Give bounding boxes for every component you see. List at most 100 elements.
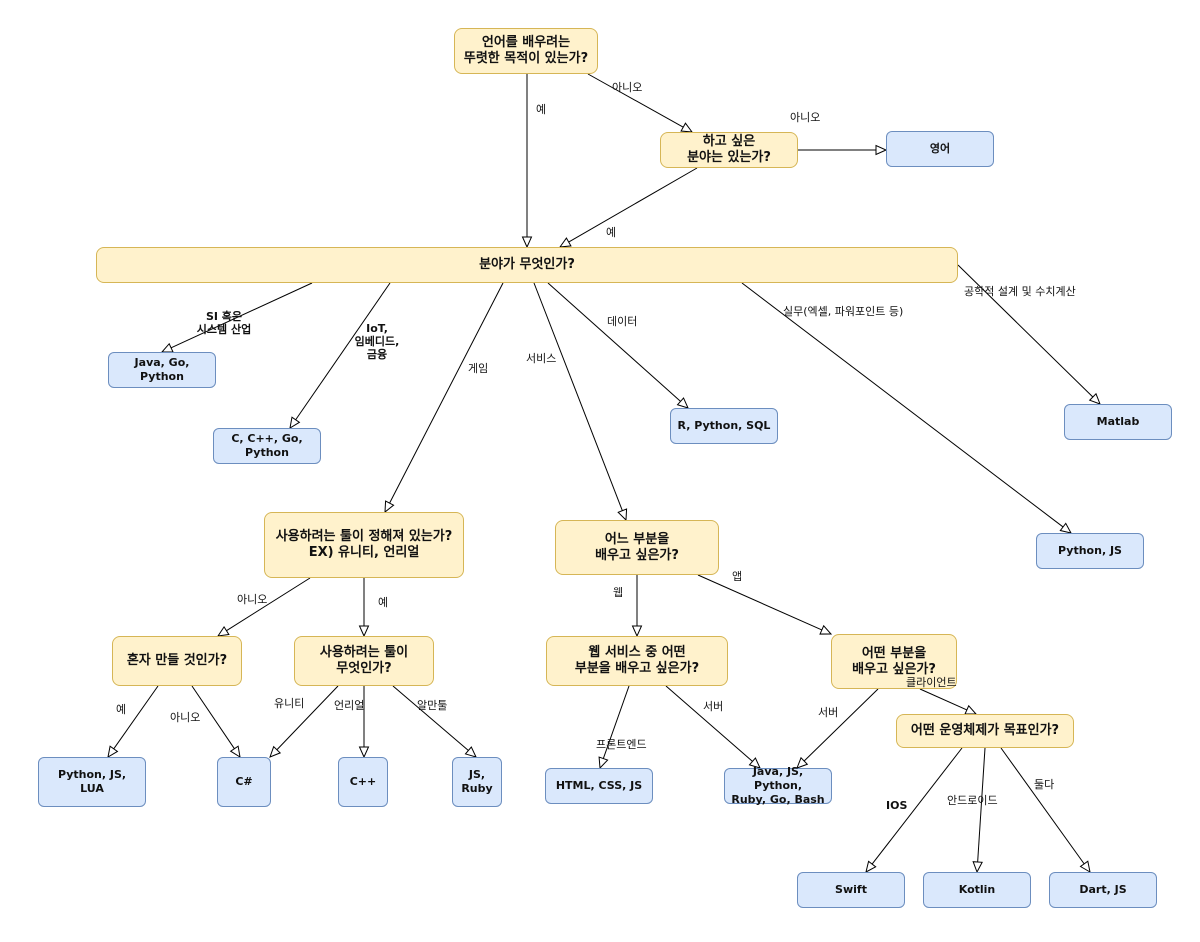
node-text: R, Python, SQL [677, 419, 771, 432]
arrowhead-icon [521, 236, 533, 249]
node-text: Java, Go, Python [134, 356, 190, 383]
edge-line [665, 685, 753, 762]
edge-part-web [631, 575, 643, 638]
node-text: 어느 부분을 배우고 싶은가? [595, 531, 679, 563]
edge-service [533, 282, 628, 522]
edge-label-engineering: 공학적 설계 및 수치계산 [964, 285, 1076, 298]
edge-label-yes-field: 예 [606, 226, 617, 239]
node-matlab-answer: Matlab [1064, 404, 1172, 440]
edge-line [170, 282, 313, 349]
node-frontend-answer: HTML, CSS, JS [545, 768, 653, 804]
edge-label-no-purpose: 아니오 [612, 81, 643, 94]
edge-line [697, 574, 823, 631]
node-text: 사용하려는 툴이 정해져 있는가? EX) 유니티, 언리얼 [275, 529, 453, 560]
edge-label-web: 웹 [613, 586, 624, 599]
edge-label-service: 서비스 [526, 352, 557, 365]
edge-label-client: 클라이언트 [906, 676, 957, 689]
edge-line [919, 688, 968, 711]
edge-unity [269, 685, 339, 758]
node-py-js-lua-answer: Python, JS, LUA [38, 757, 146, 807]
edge-si [160, 282, 313, 353]
arrowhead-icon [964, 704, 978, 715]
node-swift-answer: Swift [797, 872, 905, 908]
arrowhead-icon [1088, 392, 1101, 405]
edge-algamtool [392, 685, 477, 758]
node-text: 웹 서비스 중 어떤 부분을 배우고 싶은가? [574, 645, 700, 676]
node-text: 사용하려는 툴이 무엇인가? [319, 645, 409, 676]
node-text: 혼자 만들 것인가? [126, 653, 228, 668]
node-text: 어떤 운영체제가 목표인가? [910, 723, 1060, 738]
edge-server-web [665, 685, 761, 769]
edge-frontend [598, 685, 630, 770]
edge-field-no [798, 144, 888, 156]
edge-field-yes [558, 167, 698, 248]
arrowhead-icon [617, 508, 628, 522]
edge-label-no-alone: 아니오 [170, 711, 201, 724]
edge-line [803, 688, 879, 762]
arrowhead-icon [680, 122, 694, 133]
arrowhead-icon [216, 625, 230, 637]
node-text: 언어를 배우려는 뚜렷한 목적이 있는가? [463, 35, 589, 66]
arrowhead-icon [865, 860, 877, 873]
edge-tool-yes [358, 578, 370, 638]
node-js-ruby-answer: JS, Ruby [452, 757, 502, 807]
edge-line [741, 282, 1064, 528]
edge-line [191, 685, 235, 749]
edge-label-both: 둘다 [1034, 778, 1055, 791]
edge-line [977, 747, 986, 863]
arrowhead-icon [631, 625, 643, 638]
arrowhead-icon [1059, 522, 1072, 534]
edge-label-server-app: 서버 [818, 706, 839, 719]
arrowhead-icon [796, 756, 809, 769]
node-data-answer: R, Python, SQL [670, 408, 778, 444]
edge-label-no-field: 아니오 [790, 111, 821, 124]
node-cpp-answer: C++ [338, 757, 388, 807]
arrowhead-icon [875, 144, 888, 156]
arrowhead-icon [676, 397, 689, 409]
arrowhead-icon [358, 625, 370, 638]
node-field-question: 분야가 무엇인가? [96, 247, 958, 283]
edge-label-unity: 유니티 [274, 697, 305, 710]
edge-line [587, 73, 684, 128]
edge-line [392, 685, 469, 751]
node-text: Swift [835, 883, 867, 896]
edge-label-yes-purpose: 예 [536, 103, 547, 116]
edge-line [389, 282, 504, 504]
arrowhead-icon [289, 416, 301, 430]
node-english-answer: 영어 [886, 131, 994, 167]
node-text: HTML, CSS, JS [555, 779, 643, 792]
arrowhead-icon [464, 746, 477, 758]
arrowhead-icon [1079, 860, 1091, 873]
edge-label-frontend: 프론트엔드 [596, 738, 647, 751]
node-text: 분야가 무엇인가? [479, 257, 575, 272]
edge-label-iot: IoT, 임베디드, 금융 [354, 322, 400, 361]
edge-unreal [358, 686, 370, 759]
node-text: JS, Ruby [461, 768, 493, 795]
edge-engineering [957, 264, 1101, 405]
edge-part-app [697, 574, 833, 635]
edge-alone-yes [107, 685, 159, 758]
node-which-tool-question: 사용하려는 툴이 무엇인가? [294, 636, 434, 686]
edge-label-unreal: 언리얼 [334, 699, 365, 712]
node-text: 영어 [929, 142, 951, 155]
edge-label-algamtool: 알만툴 [417, 699, 448, 712]
edge-line [533, 282, 623, 511]
arrowhead-icon [819, 624, 833, 635]
edge-line [568, 167, 698, 243]
arrowhead-icon [558, 237, 572, 248]
edge-label-yes-tool: 예 [378, 596, 389, 609]
edge-iot [289, 282, 391, 430]
node-text: C# [235, 775, 253, 788]
edge-line [295, 282, 391, 421]
node-text: 하고 싶은 분야는 있는가? [687, 134, 771, 165]
edge-tool-no [216, 577, 311, 637]
arrowhead-icon [229, 745, 241, 759]
edge-client [919, 688, 978, 715]
edge-label-ios: IOS [886, 799, 908, 812]
node-part-question: 어느 부분을 배우고 싶은가? [555, 520, 719, 575]
edge-line [226, 577, 311, 632]
node-text: Python, JS, LUA [57, 768, 127, 795]
node-si-answer: Java, Go, Python [108, 352, 216, 388]
